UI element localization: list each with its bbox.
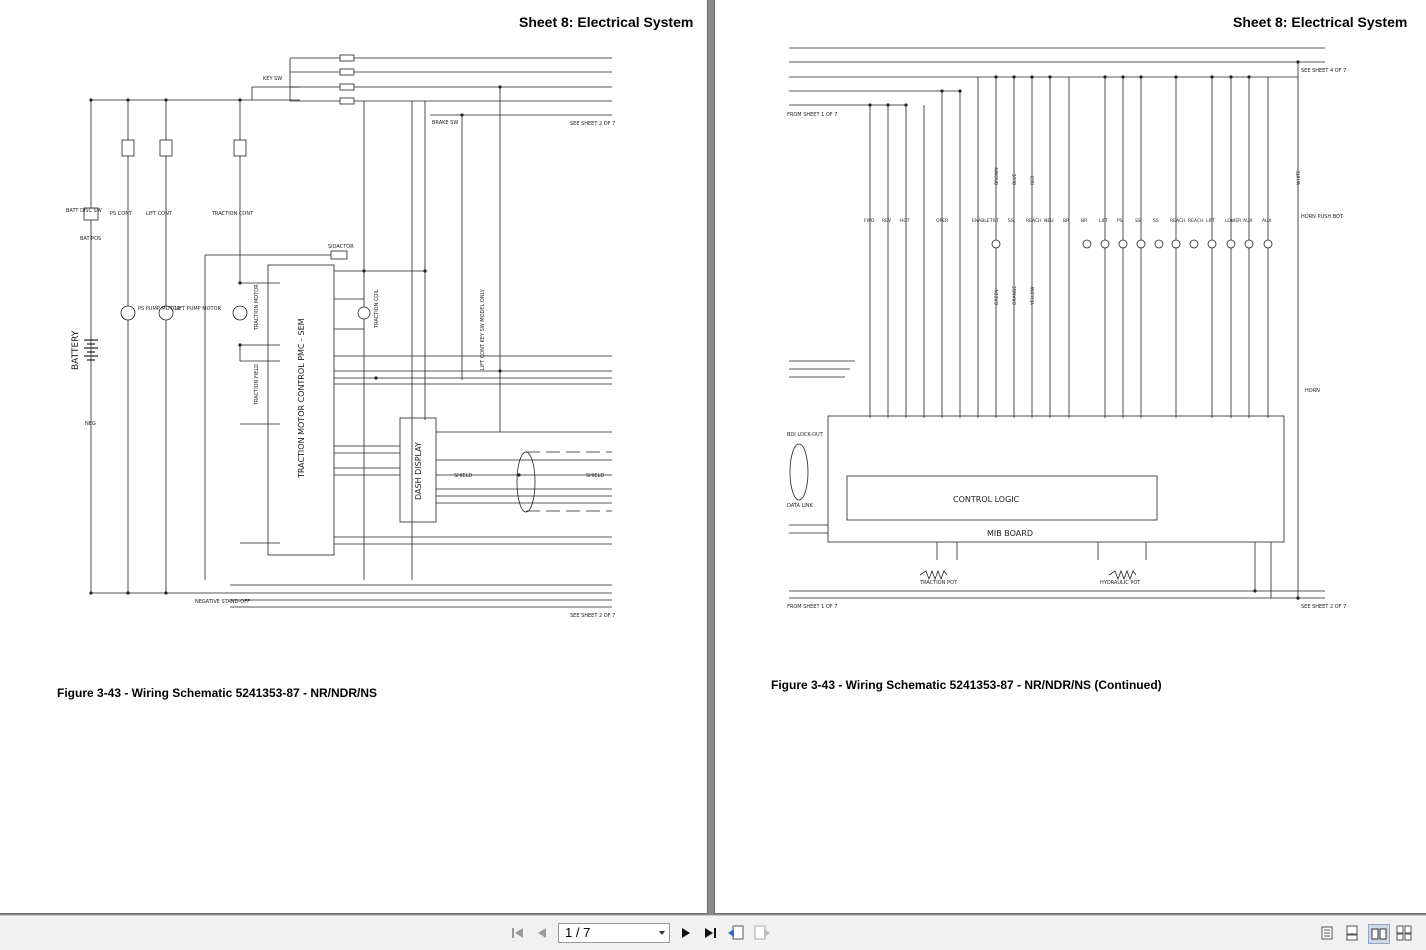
switch-label: BR [1081,218,1087,224]
continuous-view-button[interactable] [1343,924,1361,942]
batt-disc-label: BATT DISC SW [66,208,102,214]
battery-label: BATTERY [71,330,81,370]
horn-label: HORN [1305,388,1320,394]
switch-label: REACH [1188,218,1204,224]
switch-label: FWD [864,218,875,224]
switch-label: SS [1008,218,1014,224]
go-back-view-button[interactable] [727,924,745,942]
continuous-page-icon [1346,925,1358,941]
switch-label: OPER [936,218,948,224]
switch-label: AUX [1243,218,1252,224]
shield-label-b: SHIELD [586,473,604,479]
traction-cont-label: TRACTION CONT [211,211,254,217]
dash-display-label: DASH DISPLAY [414,442,423,500]
single-page-view-button[interactable] [1318,924,1336,942]
sheet-title-left: Sheet 8: Electrical System [519,14,694,30]
page-number-input[interactable]: 1 / 7 [558,923,670,943]
from-sheet-1-top: FROM SHEET 1 OF 7 [787,112,837,118]
sidactor-label: SIDACTOR [328,244,354,250]
wire-color-label: GREEN [994,289,1000,305]
last-page-button[interactable] [701,924,719,942]
switch-label: REACH [1026,218,1042,224]
figure-caption-left: Figure 3-43 - Wiring Schematic 5241353-8… [57,686,377,700]
hydraulic-pot-label: HYDRAULIC POT [1100,580,1141,586]
brake-sw-label: BRAKE SW [432,120,458,126]
horn-push-bot-label: HORN PUSH BOT [1301,214,1344,220]
switch-label: LIFT [1206,218,1215,224]
switch-label: ENABLE [972,218,990,224]
see-sheet-2-label: SEE SHEET 2 OF 7 [1301,604,1346,610]
viewer-toolbar: 1 / 7 [0,915,1426,950]
wire-color-label: YELLOW [1030,286,1036,306]
previous-page-button[interactable] [533,924,551,942]
page-right: Sheet 8: Electrical System [715,0,1426,913]
lift-cont-note: LIFT CONT KEY SW MODEL ONLY [480,288,486,370]
switch-label: REACH [1170,218,1186,224]
switch-label: LOWER [1225,218,1241,224]
page-left: Sheet 8: Electrical System [0,0,707,913]
wire-color-label: ORANGE [1012,286,1018,305]
shield-label-a: SHIELD [454,473,472,479]
data-link-label: DATA LINK [787,503,813,509]
switch-label: NEU [1044,218,1054,224]
wiring-schematic-left: BATTERY BATT DISC SW BAT POS NEG PS CONT… [66,54,615,619]
first-page-icon [512,928,523,938]
key-sw-label: KEY SW [263,76,282,82]
ps-cont-label: PS CONT [110,211,133,217]
see-sheet-2-top: SEE SHEET 2 OF 7 [570,121,615,127]
first-page-button[interactable] [509,924,527,942]
figure-caption-right: Figure 3-43 - Wiring Schematic 5241353-8… [771,678,1162,692]
switch-label: REV [882,218,892,224]
switch-label: TILT [989,218,999,224]
document-viewer[interactable]: Sheet 8: Electrical System [0,0,1426,915]
chevron-down-icon [659,931,665,935]
switch-label: SS [1153,218,1159,224]
switch-label: LIFT [1099,218,1108,224]
go-forward-view-button[interactable] [753,924,771,942]
previous-view-icon [728,925,744,940]
next-page-button[interactable] [677,924,695,942]
bat-pos-label: BAT POS [80,236,101,242]
control-logic-label: CONTROL LOGIC [953,495,1020,504]
page-indicator-text: 1 / 7 [565,925,591,940]
sheet-title-right: Sheet 8: Electrical System [1233,14,1408,30]
switch-label: AUX [1262,218,1271,224]
bat-neg-label: NEG [85,421,96,427]
switch-label: BR [1063,218,1069,224]
wire-color-label: BROWN [994,167,1000,185]
traction-coil-label: TRACTION COIL [374,289,380,329]
mib-board-label: MIB BOARD [987,529,1033,538]
controller-label: TRACTION MOTOR CONTROL PMC - SEM [297,318,306,479]
lift-pump-motor-label: LIFT PUMP MOTOR [175,306,222,312]
switch-label: HGT [900,218,910,224]
traction-field-label: TRACTION FIELD [254,364,260,406]
wiring-schematic-right: CONTROL LOGIC MIB BOARD TRACTION POT HYD… [787,47,1346,610]
bdi-lockout-label: BDI LOCK-OUT [787,432,824,438]
lift-cont-label: LIFT CONT [146,211,173,217]
traction-pot-label: TRACTION POT [919,580,958,586]
next-page-icon [682,928,690,938]
see-sheet-4-label: SEE SHEET 4 OF 7 [1301,68,1346,74]
single-page-icon [1321,926,1333,940]
wire-color-label: WHITE [1296,170,1302,185]
switch-label: SS [1135,218,1141,224]
negative-standoff-label: NEGATIVE STAND-OFF [195,599,250,605]
from-sheet-1-bottom: FROM SHEET 1 OF 7 [787,604,837,610]
previous-page-icon [538,928,546,938]
next-view-icon [754,925,770,940]
traction-motor-label: TRACTION MOTOR [254,284,260,331]
two-page-continuous-button[interactable] [1395,924,1413,942]
two-page-view-button[interactable] [1368,924,1390,944]
last-page-icon [705,928,716,938]
switch-label: PS [1117,218,1123,224]
wire-color-label: RED [1030,175,1036,185]
wire-color-label: BLUE [1012,173,1018,185]
two-page-icon [1371,928,1387,940]
two-page-continuous-icon [1396,925,1412,941]
see-sheet-2-bottom: SEE SHEET 2 OF 7 [570,613,615,619]
ps-pump-motor-label: PS PUMP MOTOR [138,306,181,312]
